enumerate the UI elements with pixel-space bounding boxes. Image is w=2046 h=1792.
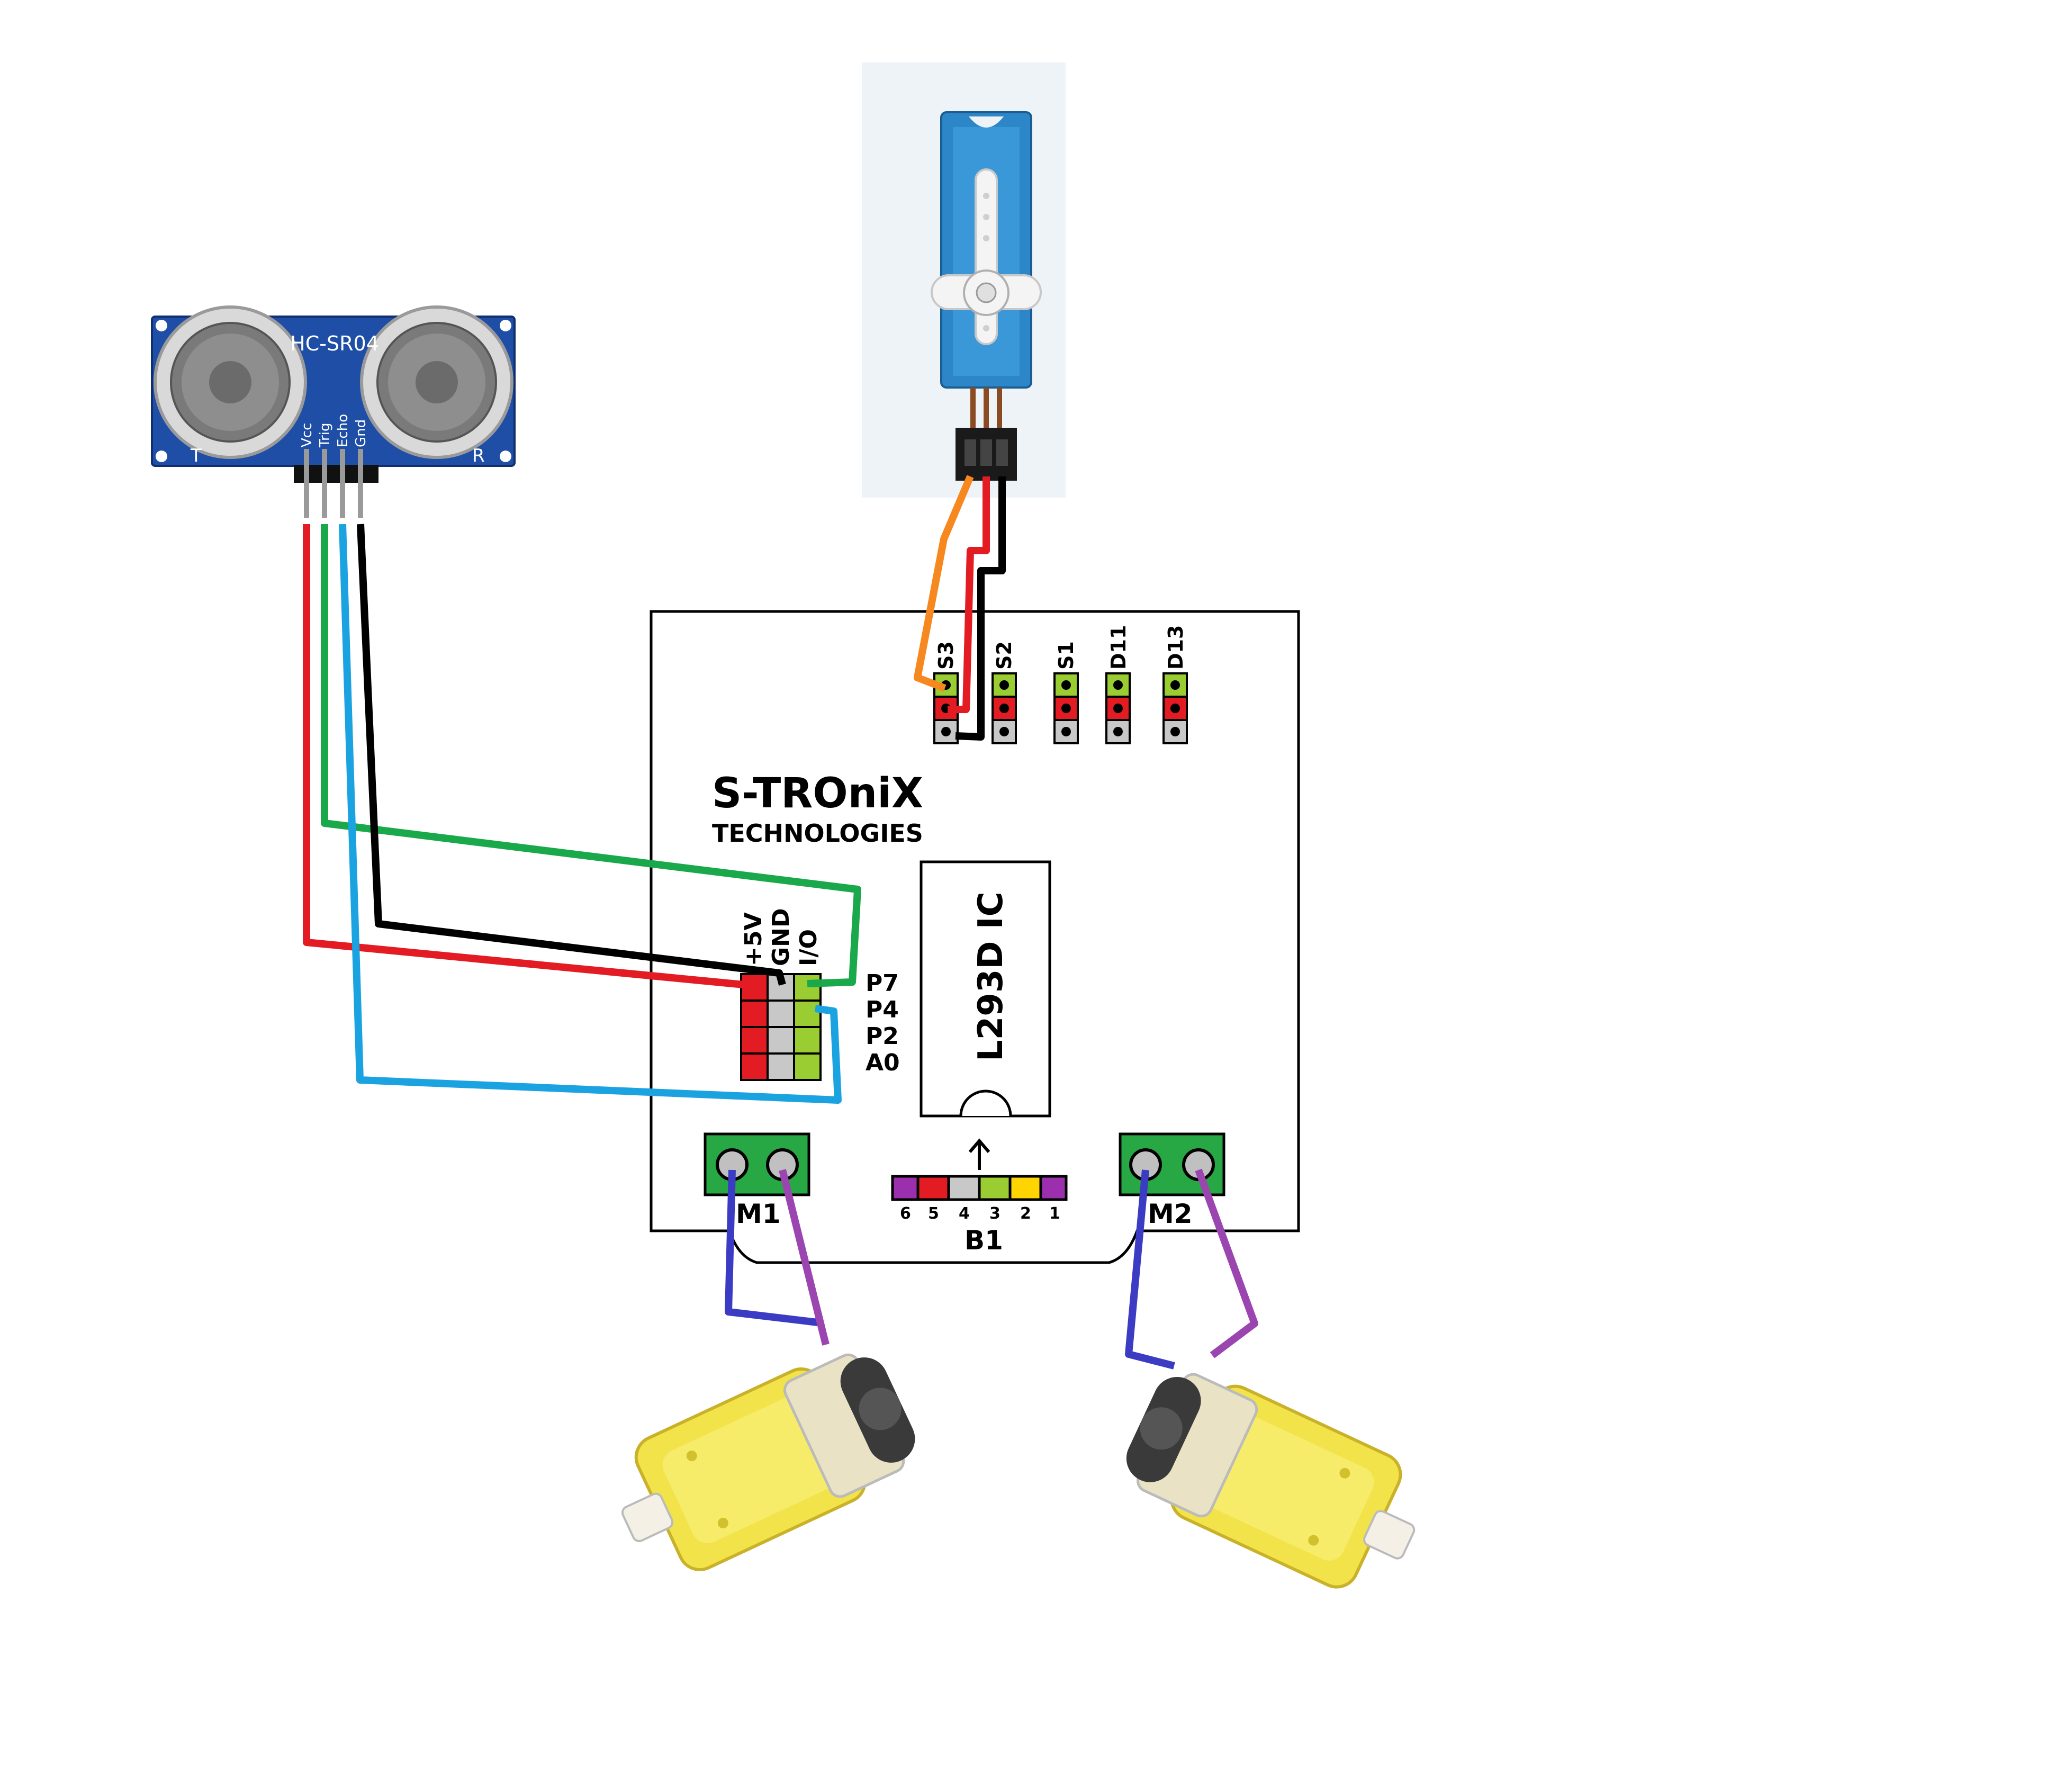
battery-header bbox=[891, 1175, 1068, 1201]
servo-header-d11-label: D11 bbox=[1107, 625, 1130, 670]
battery-label: B1 bbox=[965, 1225, 1003, 1256]
board-brand: S-TROniX bbox=[712, 770, 923, 817]
battery-pin-3-label: 3 bbox=[989, 1204, 1001, 1223]
servo-header-d13-label: D13 bbox=[1164, 625, 1187, 670]
io-row-p7-label: P7 bbox=[866, 970, 899, 997]
battery-pin-1 bbox=[1039, 1175, 1068, 1201]
motor-terminal-m2-label: M2 bbox=[1148, 1199, 1193, 1229]
servo-header-s2 bbox=[992, 672, 1017, 744]
motor1-wire-b bbox=[779, 1169, 830, 1346]
servo-power-wire bbox=[948, 476, 990, 713]
battery-pin-2-label: 2 bbox=[1020, 1204, 1031, 1223]
servo-header-s2-label: S2 bbox=[993, 641, 1016, 670]
motor-terminal-m1 bbox=[704, 1132, 810, 1196]
ultrasonic-sensor: HC-SR04 T R Vcc Trig Echo Gnd bbox=[151, 305, 516, 518]
battery-pin-6-label: 6 bbox=[900, 1204, 911, 1223]
servo-header-d13 bbox=[1162, 672, 1188, 744]
io-col-io-label: I/O bbox=[795, 929, 822, 966]
sensor-trig-wire bbox=[321, 524, 861, 987]
transmitter-transducer bbox=[154, 305, 307, 459]
motor-terminal-m1-label: M1 bbox=[736, 1199, 781, 1229]
battery-pin-6 bbox=[891, 1175, 920, 1201]
l293d-chip bbox=[920, 860, 1051, 1118]
servo-signal-wire bbox=[914, 475, 974, 692]
servo-header-s1 bbox=[1053, 672, 1079, 744]
servo-ground-wire bbox=[955, 476, 1006, 741]
sensor-pin-header bbox=[294, 449, 378, 518]
sensor-r-mark: R bbox=[472, 445, 485, 466]
motor1-wire-a bbox=[725, 1169, 818, 1326]
sensor-t-mark: T bbox=[190, 445, 202, 466]
sensor-pin-trig-label: Trig bbox=[317, 423, 333, 448]
servo-header-d11 bbox=[1105, 672, 1131, 744]
battery-pin-5-label: 5 bbox=[928, 1204, 939, 1223]
board-subtitle: TECHNOLOGIES bbox=[712, 819, 923, 848]
sensor-echo-wire bbox=[339, 524, 842, 1104]
battery-pin-4 bbox=[947, 1175, 981, 1201]
io-header-grid bbox=[740, 973, 822, 1081]
motor2-wire-a bbox=[1125, 1169, 1175, 1370]
io-row-p2-label: P2 bbox=[866, 1023, 899, 1050]
battery-pin-3 bbox=[978, 1175, 1012, 1201]
sensor-model-label: HC-SR04 bbox=[290, 332, 379, 355]
battery-pin-4-label: 4 bbox=[959, 1204, 970, 1223]
io-col-gnd-label: GND bbox=[768, 908, 795, 966]
sensor-pin-gnd-label: Gnd bbox=[353, 419, 369, 447]
gear-motor-left bbox=[621, 1353, 915, 1571]
receiver-transducer bbox=[360, 305, 513, 459]
sensor-pin-echo-label: Echo bbox=[335, 414, 351, 447]
servo-header-s1-label: S1 bbox=[1054, 641, 1078, 670]
battery-pin-2 bbox=[1008, 1175, 1042, 1201]
servo-motor bbox=[862, 62, 1066, 498]
motor-terminal-m2 bbox=[1119, 1132, 1225, 1196]
up-arrow-icon bbox=[968, 1138, 990, 1170]
servo-header-s3-label: S3 bbox=[934, 641, 958, 670]
battery-pin-1-label: 1 bbox=[1049, 1204, 1060, 1223]
battery-pin-5 bbox=[916, 1175, 950, 1201]
io-col-5v-label: +5V bbox=[740, 912, 767, 966]
servo-horn bbox=[931, 168, 1042, 345]
motor2-wire-b bbox=[1195, 1168, 1258, 1358]
sensor-gnd-wire bbox=[357, 524, 786, 986]
ic-label: L293D IC bbox=[971, 892, 1011, 1061]
controller-board: S-TROniX TECHNOLOGIES S3 S2 S1 bbox=[650, 610, 1300, 1264]
sensor-vcc-wire bbox=[303, 524, 755, 989]
gear-motor-right bbox=[1126, 1373, 1416, 1589]
io-row-a0-label: A0 bbox=[866, 1049, 900, 1076]
io-row-p4-label: P4 bbox=[866, 996, 899, 1023]
sensor-pin-vcc-label: Vcc bbox=[299, 423, 315, 447]
